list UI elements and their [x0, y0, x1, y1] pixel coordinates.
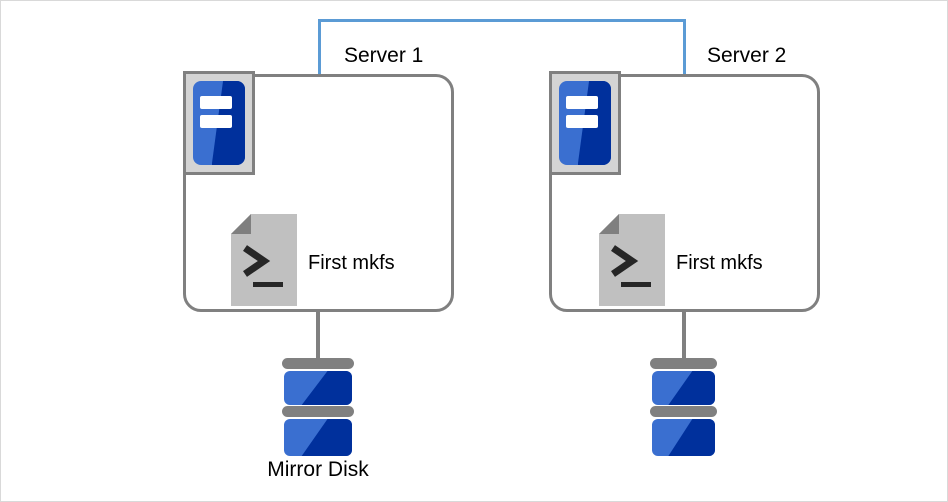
disk-bar-top	[650, 358, 717, 369]
disk-platter-shade	[301, 419, 352, 456]
server-2-label: Server 2	[707, 44, 787, 67]
server-icon-bar-bottom	[199, 115, 232, 129]
server-1-terminal-document-icon	[231, 214, 297, 311]
server-1-disk-connector	[316, 312, 320, 362]
server-icon-bar-top	[199, 96, 232, 109]
server-2-operation-label: First mkfs	[676, 252, 763, 274]
disk-platter-top	[652, 371, 715, 405]
disk-platter-bottom	[284, 419, 352, 456]
mirror-disk-label: Mirror Disk	[267, 458, 369, 481]
server-1-disk-icon	[282, 358, 354, 456]
disk-platter-shade	[668, 371, 715, 405]
server-2-server-icon	[549, 71, 621, 175]
server-1-operation-label: First mkfs	[308, 252, 395, 274]
server-icon-bar-bottom	[565, 115, 598, 129]
interconnect-link	[318, 19, 686, 77]
server-1-server-icon	[183, 71, 255, 175]
disk-bar-top	[282, 358, 354, 369]
disk-bar-middle	[650, 406, 717, 417]
server-icon-body	[193, 81, 245, 165]
server-1-label: Server 1	[344, 44, 424, 67]
server-2-disk-icon	[650, 358, 717, 456]
server-icon-bar-top	[565, 96, 598, 109]
disk-platter-shade	[301, 371, 352, 405]
disk-platter-shade	[668, 419, 715, 456]
disk-platter-bottom	[652, 419, 715, 456]
disk-platter-top	[284, 371, 352, 405]
disk-bar-middle	[282, 406, 354, 417]
server-2-terminal-document-icon	[599, 214, 665, 311]
server-icon-body	[559, 81, 611, 165]
server-2-disk-connector	[682, 312, 686, 362]
